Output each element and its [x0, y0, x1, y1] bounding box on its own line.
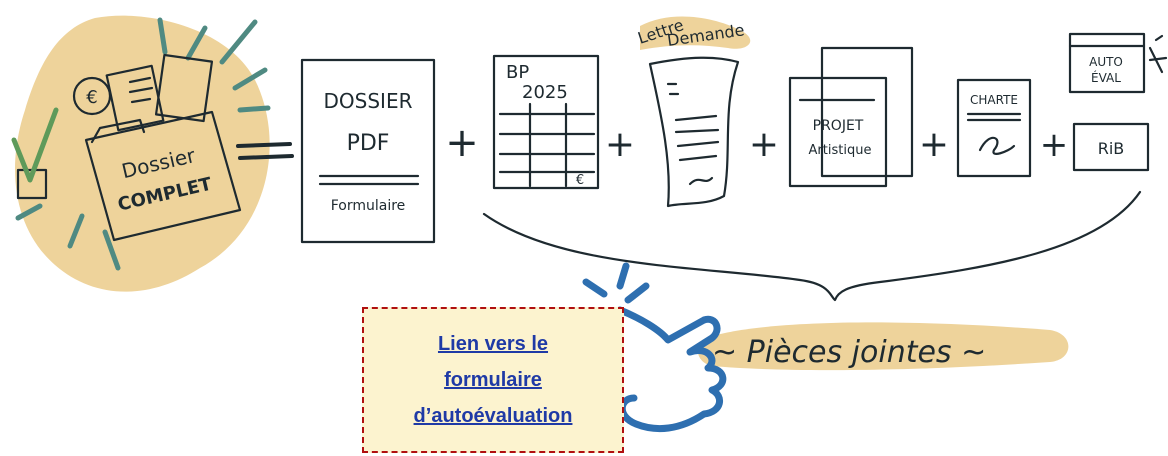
dossier-pdf-line1: DOSSIER	[324, 89, 413, 113]
euro-coin-label: €	[86, 87, 97, 108]
projet-line1: PROJET	[813, 118, 864, 134]
dossier-pdf-line3: Formulaire	[331, 198, 406, 214]
charte-line1: CHARTE	[970, 93, 1018, 107]
auto-eval-line1: AUTO	[1089, 55, 1123, 69]
plus-sign-1: +	[445, 120, 479, 166]
checkbox-icon	[11, 107, 59, 200]
pieces-jointes-label: ~ Pièces jointes ~	[712, 335, 986, 370]
bp-line1: BP	[506, 62, 529, 83]
plus-sign-4: +	[919, 124, 949, 165]
attachments-brace	[482, 190, 1142, 302]
pieces-jointes-highlight	[697, 322, 1069, 371]
sparkle-strokes	[15, 17, 271, 271]
bp-2025-doc: BP 2025 €	[492, 54, 600, 190]
bp-currency: €	[576, 173, 584, 188]
pointing-hand-icon	[576, 262, 727, 433]
equals-sign	[236, 142, 294, 160]
projet-line2: Artistique	[809, 143, 872, 158]
rib-line1: RiB	[1098, 139, 1125, 158]
dossier-pdf-doc: DOSSIER PDF Formulaire	[300, 58, 436, 244]
projet-artistique-doc: PROJET Artistique	[788, 46, 914, 188]
plus-sign-2: +	[605, 124, 635, 165]
auto-eval-doc: AUTO ÉVAL	[1068, 32, 1168, 94]
autoevaluation-link-line2[interactable]: formulaire	[444, 369, 542, 391]
rib-doc: RiB	[1072, 122, 1150, 172]
lettre-demande-doc: Lettre Demande	[635, 15, 751, 208]
plus-sign-5: +	[1040, 125, 1069, 165]
dossier-pdf-line2: PDF	[347, 131, 390, 156]
autoevaluation-link-line3[interactable]: d’autoévaluation	[413, 405, 573, 427]
auto-eval-line2: ÉVAL	[1091, 70, 1121, 85]
charte-doc: CHARTE	[956, 78, 1032, 178]
plus-sign-3: +	[749, 124, 779, 165]
autoevaluation-link-box: Lien vers le formulaire d’autoévaluation	[362, 307, 624, 453]
plus-sign: + + + + +	[445, 120, 1068, 166]
autoevaluation-link-line1[interactable]: Lien vers le	[437, 333, 549, 355]
bp-line2: 2025	[522, 82, 568, 103]
